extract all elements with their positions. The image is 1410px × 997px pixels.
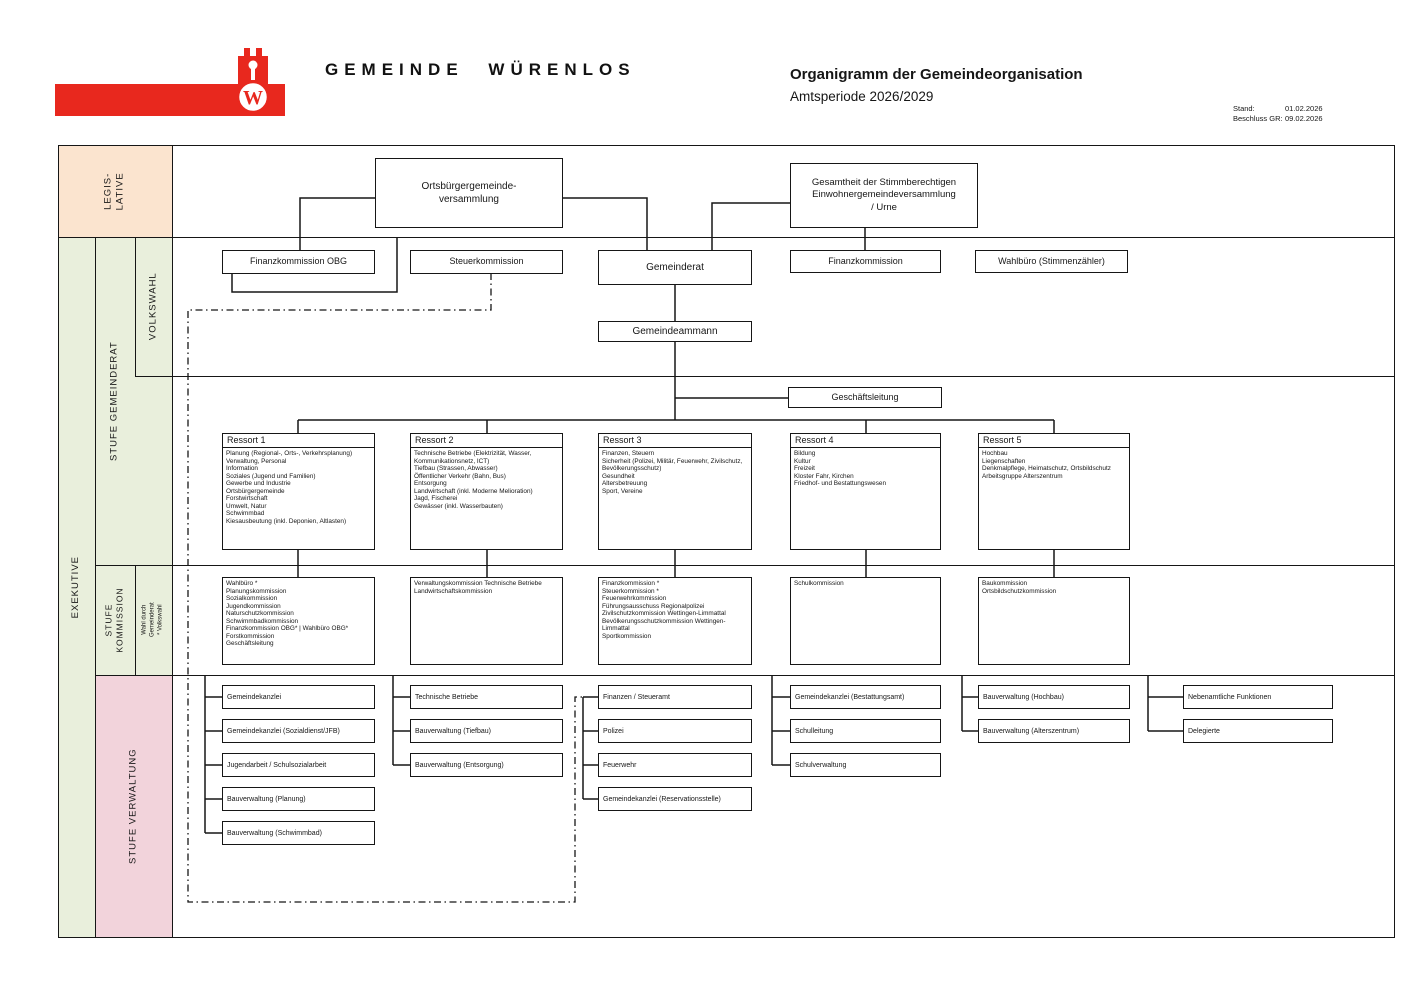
box-nebenamtliche-funktionen: Nebenamtliche Funktionen [1183, 685, 1333, 709]
ressort-items: Hochbau Liegenschaften Denkmalpflege, He… [982, 450, 1111, 480]
cell-exekutive-bg [58, 237, 95, 938]
ressort-items: Planung (Regional-, Orts-, Verkehrsplanu… [226, 450, 353, 525]
box-schulverwaltung: Schulverwaltung [790, 753, 941, 777]
box-ressort-3: Ressort 3 Finanzen, Steuern Sicherheit (… [598, 433, 752, 550]
ressort-title: Ressort 2 [411, 434, 562, 448]
row-label-stufe-kommission: STUFE KOMMISSION [103, 587, 126, 653]
box-kommissionen-ressort-1: Wahlbüro * Planungskommission Sozialkomm… [222, 577, 375, 665]
box-gemeindekanzlei-sozialdienst: Gemeindekanzlei (Sozialdienst/JFB) [222, 719, 375, 743]
box-kommissionen-ressort-4: Schulkommission [790, 577, 941, 665]
ressort-items: Technische Betriebe (Elektrizität, Wasse… [414, 450, 533, 510]
svg-text:W: W [243, 87, 263, 109]
beschluss-value: 09.02.2026 [1285, 114, 1323, 124]
box-kommissionen-ressort-5: Baukommission Ortsbildschutzkommission [978, 577, 1130, 665]
page-subtitle: Amtsperiode 2026/2029 [790, 89, 934, 104]
box-bauverwaltung-hochbau: Bauverwaltung (Hochbau) [978, 685, 1130, 709]
box-wahlbuero-stimmenzaehler: Wahlbüro (Stimmenzähler) [975, 250, 1128, 273]
municipality-name: GEMEINDE WÜRENLOS [325, 60, 636, 79]
box-kommissionen-ressort-3: Finanzkommission * Steuerkommission * Fe… [598, 577, 752, 665]
box-gemeindeammann: Gemeindeammann [598, 321, 752, 342]
row-label-wahl-durch: Wahl durch Gemeinderat * Volkswahl [141, 602, 164, 638]
box-jugendarbeit: Jugendarbeit / Schulsozialarbeit [222, 753, 375, 777]
row-label-exekutive: EXEKUTIVE [70, 556, 82, 619]
box-polizei: Polizei [598, 719, 752, 743]
box-ressort-2: Ressort 2 Technische Betriebe (Elektrizi… [410, 433, 563, 550]
box-bauverwaltung-schwimmbad: Bauverwaltung (Schwimmbad) [222, 821, 375, 845]
ressort-title: Ressort 4 [791, 434, 940, 448]
table-grid [58, 145, 1395, 938]
box-bauverwaltung-planung: Bauverwaltung (Planung) [222, 787, 375, 811]
row-label-volkswahl: VOLKSWAHL [147, 272, 159, 341]
ressort-title: Ressort 5 [979, 434, 1129, 448]
ressort-items: Finanzen, Steuern Sicherheit (Polizei, M… [602, 450, 743, 495]
box-gemeindekanzlei-bestattungsamt: Gemeindekanzlei (Bestattungsamt) [790, 685, 941, 709]
box-gesamtheit-stimmberechtigte: Gesamtheit der Stimmberechtigen Einwohne… [790, 163, 978, 228]
box-ortsbuergergemeindeversammlung: Ortsbürgergemeinde- versammlung [375, 158, 563, 228]
box-finanzkommission: Finanzkommission [790, 250, 941, 273]
box-ressort-5: Ressort 5 Hochbau Liegenschaften Denkmal… [978, 433, 1130, 550]
box-finanzkommission-obg: Finanzkommission OBG [222, 250, 375, 274]
cell-verwaltung-bg [95, 675, 172, 938]
revision-info: Stand: 01.02.2026 Beschluss GR: 09.02.20… [1233, 104, 1343, 124]
beschluss-label: Beschluss GR: [1233, 114, 1283, 124]
page-title: Organigramm der Gemeindeorganisation [790, 66, 1083, 83]
solid-connectors [204, 197, 1183, 834]
box-finanzen-steueramt: Finanzen / Steueramt [598, 685, 752, 709]
row-label-legislative: LEGIS- LATIVE [102, 171, 126, 211]
stand-value: 01.02.2026 [1285, 104, 1323, 113]
stand-label: Stand: [1233, 104, 1255, 113]
box-bauverwaltung-tiefbau: Bauverwaltung (Tiefbau) [410, 719, 563, 743]
box-ressort-1: Ressort 1 Planung (Regional-, Orts-, Ver… [222, 433, 375, 550]
municipality-logo: W [55, 48, 285, 116]
ressort-title: Ressort 3 [599, 434, 751, 448]
box-gemeinderat: Gemeinderat [598, 250, 752, 285]
cell-stufe-bg [95, 237, 172, 675]
ressort-items: Bildung Kultur Freizeit Kloster Fahr, Ki… [794, 450, 887, 488]
box-steuerkommission: Steuerkommission [410, 250, 563, 274]
box-schulleitung: Schulleitung [790, 719, 941, 743]
box-technische-betriebe: Technische Betriebe [410, 685, 563, 709]
box-geschaeftsleitung: Geschäftsleitung [788, 387, 942, 408]
box-kommissionen-ressort-2: Verwaltungskommission Technische Betrieb… [410, 577, 563, 665]
box-bauverwaltung-alterszentrum: Bauverwaltung (Alterszentrum) [978, 719, 1130, 743]
box-gemeindekanzlei-reservationsstelle: Gemeindekanzlei (Reservationsstelle) [598, 787, 752, 811]
row-label-stufe-gemeinderat: STUFE GEMEINDERAT [108, 341, 120, 461]
box-gemeindekanzlei: Gemeindekanzlei [222, 685, 375, 709]
row-label-stufe-verwaltung: STUFE VERWALTUNG [127, 748, 139, 865]
box-ressort-4: Ressort 4 Bildung Kultur Freizeit Kloste… [790, 433, 941, 550]
box-bauverwaltung-entsorgung: Bauverwaltung (Entsorgung) [410, 753, 563, 777]
box-delegierte: Delegierte [1183, 719, 1333, 743]
cell-legislative-bg [58, 145, 172, 237]
dash-dot-link [187, 273, 583, 903]
box-feuerwehr: Feuerwehr [598, 753, 752, 777]
ressort-title: Ressort 1 [223, 434, 374, 448]
